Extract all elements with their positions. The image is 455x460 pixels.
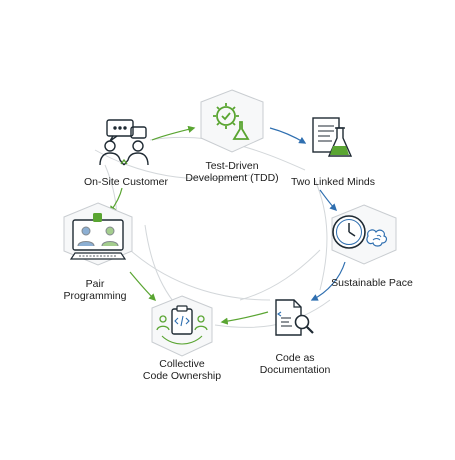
gear-flask-icon xyxy=(213,103,250,140)
cycle-arrows xyxy=(109,125,346,325)
arrow-pace-to-documentation xyxy=(310,261,346,301)
label-pair-programming: Pair Programming xyxy=(50,278,140,302)
label-line: Documentation xyxy=(259,364,331,376)
label-line: Programming xyxy=(63,290,127,302)
hexagon xyxy=(200,89,264,153)
label-tdd: Test-Driven Development (TDD) xyxy=(176,160,288,184)
pair-programming-monitor-icon xyxy=(69,213,127,260)
node-tdd xyxy=(200,89,264,153)
node-sustainable-pace xyxy=(331,204,397,265)
document-flask-icon xyxy=(312,117,353,157)
label-line: Code as xyxy=(275,352,315,364)
clock-brain-icon xyxy=(332,215,388,249)
node-pair-programming xyxy=(63,202,133,266)
code-clipboard-people-icon xyxy=(156,305,208,345)
on-site-customer-icon xyxy=(99,119,149,166)
arrow-customer-to-tdd xyxy=(151,125,196,141)
label-line: On-Site Customer xyxy=(83,176,169,188)
label-line: Collective xyxy=(159,358,205,370)
label-line: Sustainable Pace xyxy=(331,277,413,289)
label-line: Code Ownership xyxy=(142,370,222,382)
code-document-magnifier-icon xyxy=(275,299,314,336)
label-code-as-documentation: Code as Documentation xyxy=(250,352,340,376)
label-collective-code-ownership: Collective Code Ownership xyxy=(132,358,232,382)
label-line: Test-Driven xyxy=(205,160,259,172)
background-curves xyxy=(94,136,331,328)
arrow-pair-to-ownership xyxy=(129,271,157,302)
node-collective-code-ownership xyxy=(151,295,213,357)
arrow-minds-to-pace xyxy=(319,189,338,212)
label-line: Development (TDD) xyxy=(185,172,279,184)
node-on-site-customer xyxy=(99,119,149,166)
arrow-tdd-to-minds xyxy=(269,127,307,144)
node-code-as-documentation xyxy=(275,299,314,336)
node-two-linked-minds xyxy=(312,117,353,157)
arrow-documentation-to-ownership xyxy=(220,311,269,325)
label-two-linked-minds: Two Linked Minds xyxy=(278,176,388,188)
label-on-site-customer: On-Site Customer xyxy=(76,176,176,188)
label-line: Two Linked Minds xyxy=(290,176,376,188)
label-sustainable-pace: Sustainable Pace xyxy=(322,277,422,289)
label-line: Pair xyxy=(85,278,105,290)
